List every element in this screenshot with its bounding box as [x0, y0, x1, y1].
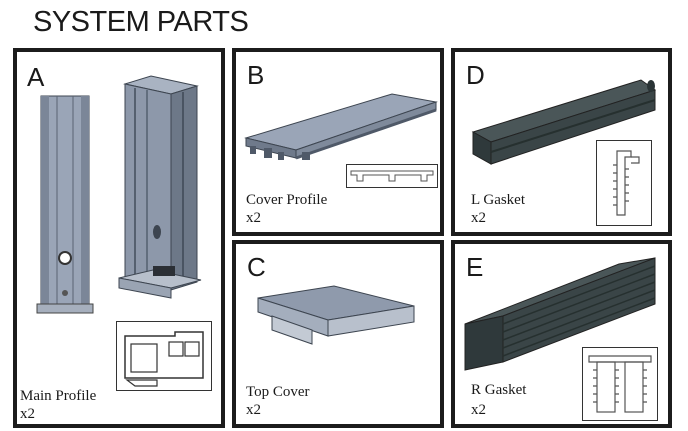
- part-name: Cover Profile: [246, 192, 328, 208]
- panel-r-gasket: E R Gasket x2: [451, 240, 672, 428]
- main-profile-cross-section: [116, 321, 212, 391]
- part-name: L Gasket: [471, 192, 526, 208]
- cross-section-drawing: [350, 170, 434, 182]
- part-name: Top Cover: [246, 384, 310, 400]
- page-title: SYSTEM PARTS: [33, 6, 249, 38]
- r-gasket-cross-section: [582, 347, 658, 421]
- l-gasket-illustration: [471, 79, 657, 165]
- panel-main-profile: A Main Profile x2: [13, 48, 225, 428]
- main-profile-illustration: [36, 75, 202, 314]
- part-quantity: x2: [471, 210, 486, 226]
- part-letter: E: [466, 252, 484, 282]
- part-quantity: x2: [246, 402, 261, 418]
- l-gasket-cross-section: [596, 140, 652, 226]
- cross-section-drawing: [124, 331, 204, 387]
- part-letter: C: [247, 252, 266, 282]
- top-cover-illustration: [257, 285, 415, 345]
- panel-top-cover: C Top Cover x2: [232, 240, 444, 428]
- part-letter: A: [27, 62, 45, 92]
- part-quantity: x2: [20, 406, 35, 422]
- part-quantity: x2: [471, 402, 486, 418]
- cross-section-drawing: [588, 355, 652, 413]
- part-quantity: x2: [246, 210, 261, 226]
- part-letter: B: [247, 60, 265, 90]
- cover-profile-illustration: [244, 93, 438, 160]
- panel-l-gasket: D L Gasket x2: [451, 48, 672, 236]
- cover-profile-cross-section: [346, 164, 438, 188]
- panel-cover-profile: B Cover Profile x2: [232, 48, 444, 236]
- cross-section-drawing: [613, 150, 640, 216]
- part-name: R Gasket: [471, 382, 527, 398]
- part-letter: D: [466, 60, 485, 90]
- r-gasket-illustration: [464, 257, 656, 371]
- part-name: Main Profile: [20, 388, 97, 404]
